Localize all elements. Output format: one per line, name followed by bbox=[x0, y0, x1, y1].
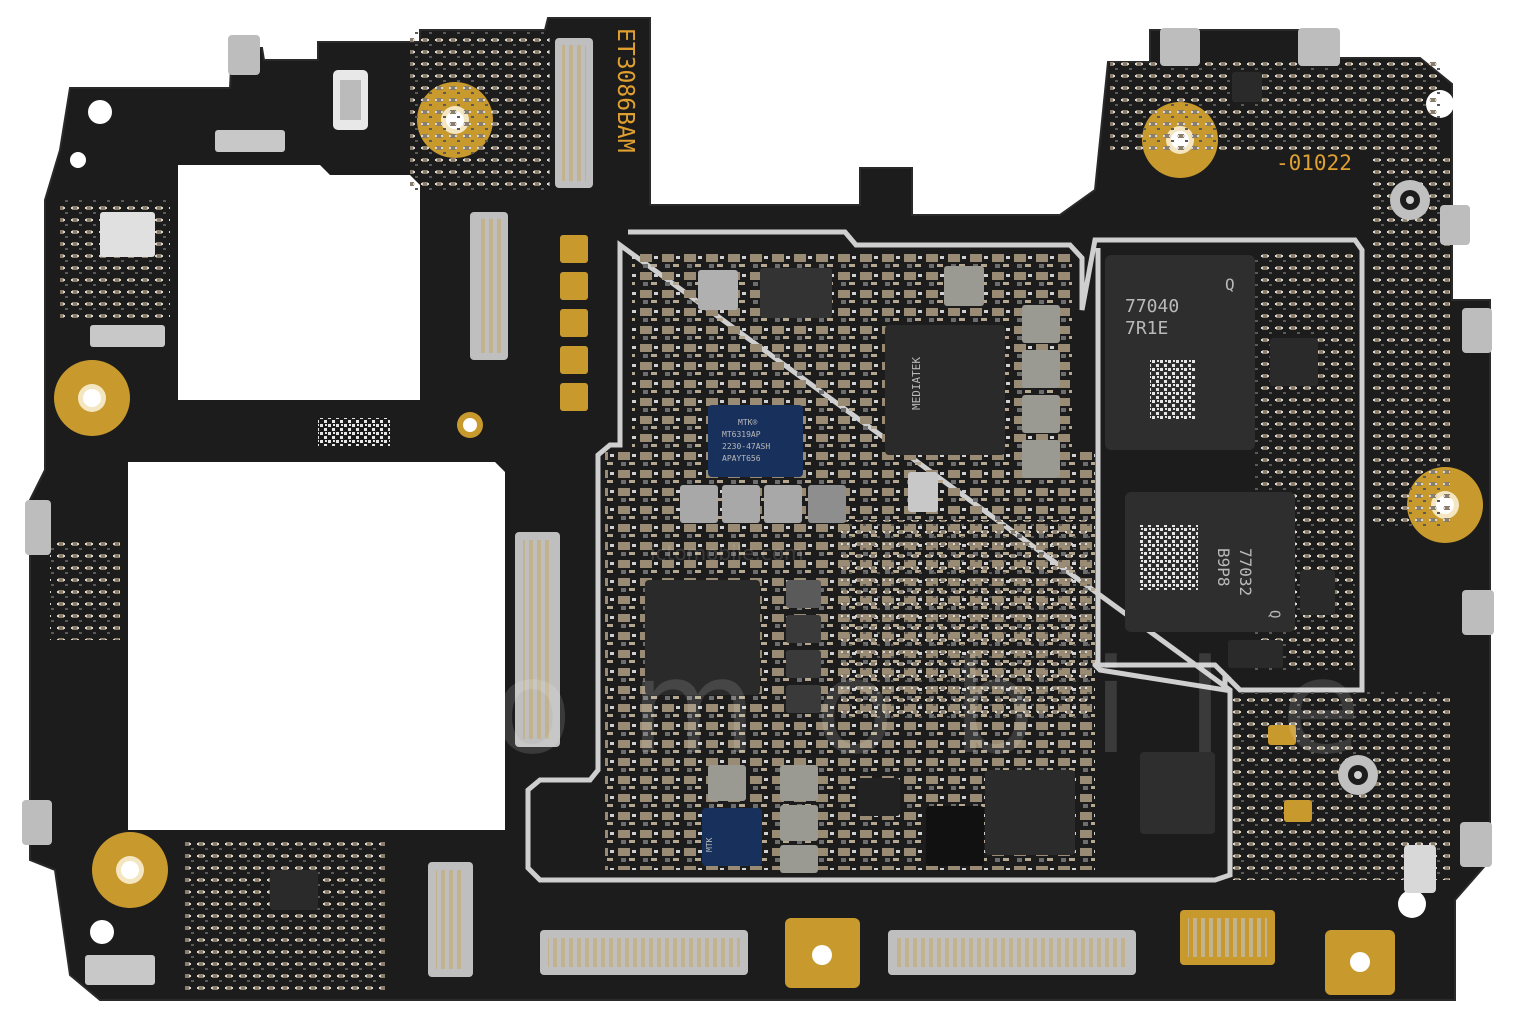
mtk-2-line1: MTK bbox=[705, 837, 714, 852]
chip-markings: 77040 7R1E Q 77032 B9P8 Q MTK® MT6319AP … bbox=[705, 275, 1282, 852]
board-model-label: ET3086BAM bbox=[612, 28, 638, 153]
mtk-1-line1: MTK® bbox=[738, 418, 757, 427]
mtk-1-line4: APAYT656 bbox=[722, 454, 761, 463]
chips bbox=[270, 72, 1335, 910]
mediatek-label: MEDIATEK bbox=[910, 357, 923, 410]
shield-frame bbox=[525, 229, 1365, 883]
qcom-1-line2: 7R1E bbox=[1125, 318, 1168, 339]
connectors bbox=[428, 38, 1275, 977]
rf-parts bbox=[22, 28, 1494, 985]
silkscreen: ET3086BAM -01022 bbox=[318, 28, 1352, 446]
qcom-2-line2: B9P8 bbox=[1214, 548, 1233, 587]
mtk-1-line3: 2230-47ASH bbox=[722, 442, 770, 451]
board-code-label: -01022 bbox=[1276, 151, 1352, 175]
mtk-1-line2: MT6319AP bbox=[722, 430, 761, 439]
gold-pads bbox=[560, 235, 588, 411]
watermark-text: ictomobile bbox=[160, 631, 1419, 783]
watermark: ictomobile ictomobile.com bbox=[160, 541, 1419, 783]
board-qr-code bbox=[318, 418, 390, 446]
qcom-1-line1: 77040 bbox=[1125, 296, 1179, 317]
qcom-2-mark: Q bbox=[1266, 610, 1282, 618]
qcom-1-mark: Q bbox=[1225, 275, 1235, 294]
watermark-small-text: ictomobile.com bbox=[650, 541, 804, 565]
qcom-2-line1: 77032 bbox=[1236, 548, 1255, 596]
